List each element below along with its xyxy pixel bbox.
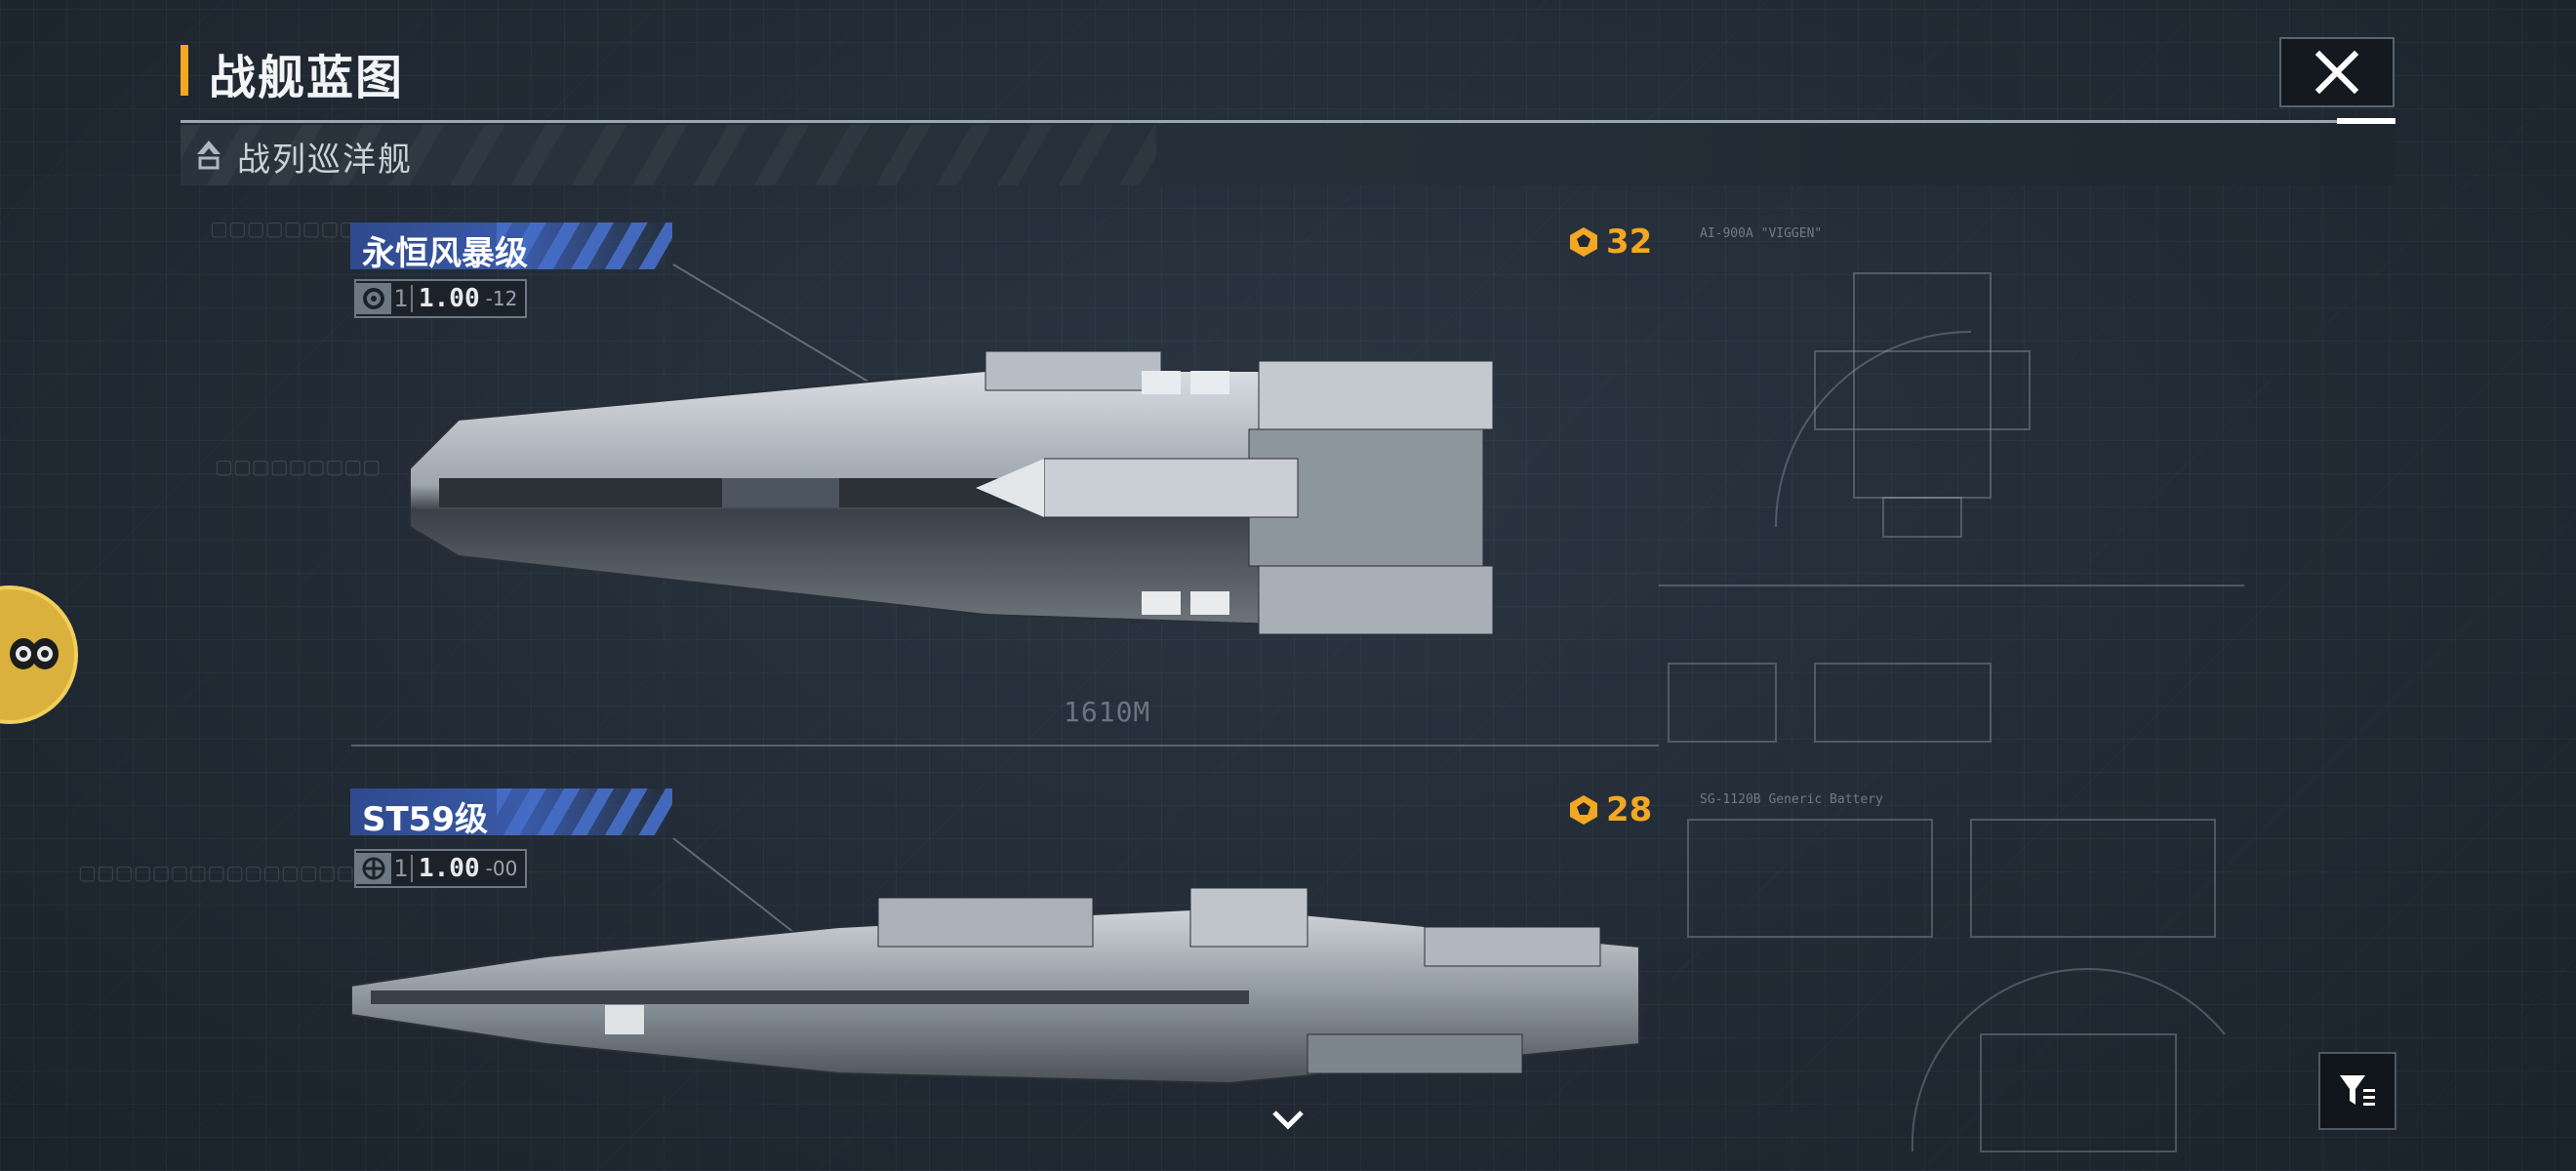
ship-class-icon — [197, 141, 221, 170]
ship-name-tag: 永恒风暴级 — [350, 222, 672, 273]
close-button[interactable] — [2279, 37, 2395, 107]
ship-level: 1 — [391, 285, 413, 312]
blueprint-schematic — [1659, 272, 2244, 743]
header-divider — [181, 118, 2395, 124]
blueprint-caption: AI-900A "VIGGEN" — [1700, 226, 1823, 241]
ship-stats-badge: 1 1.00 -00 — [354, 849, 528, 888]
ship-model-st59 — [351, 888, 1649, 1112]
close-icon — [2314, 50, 2359, 95]
blueprint-caption: SG-1120B Generic Battery — [1700, 792, 1883, 807]
page-title: 战舰蓝图 — [209, 51, 405, 105]
filter-button[interactable] — [2318, 1052, 2396, 1130]
ship-stat-value: 1.00 — [419, 284, 480, 313]
ship-stat-value: 1.00 — [419, 854, 480, 883]
ship-stat-sub: -12 — [485, 287, 518, 310]
chevron-down-icon[interactable] — [1268, 1107, 1308, 1132]
ship-cost-value: 32 — [1606, 222, 1653, 262]
ship-cost: 32 — [1567, 222, 1652, 262]
title-accent-bar — [181, 45, 188, 96]
bg-decor-text: ▢▢▢▢▢▢▢▢▢ — [215, 455, 382, 478]
filter-icon — [2340, 1075, 2375, 1106]
blueprint-currency-icon — [1570, 227, 1597, 257]
ship-name: ST59级 — [362, 800, 488, 839]
ship-stat-sub: -00 — [485, 857, 518, 880]
ship-cost: 28 — [1567, 790, 1652, 829]
ship-name-tag: ST59级 — [350, 788, 672, 839]
category-label: 战列巡洋舰 — [237, 141, 413, 180]
globe-icon — [356, 853, 391, 884]
ship-name: 永恒风暴级 — [362, 234, 528, 273]
category-bar: 战列巡洋舰 — [181, 125, 2395, 185]
ship-cost-value: 28 — [1606, 790, 1653, 829]
ship-model-eternal-storm — [400, 332, 1620, 654]
owl-avatar-icon — [10, 638, 59, 669]
ship-stats-badge: 1 1.00 -12 — [354, 279, 528, 318]
length-ruler — [351, 745, 1659, 747]
blueprint-currency-icon — [1570, 795, 1597, 825]
ship-level: 1 — [391, 855, 413, 882]
ship-length: 1610M — [1064, 696, 1151, 728]
blueprint-schematic — [1687, 819, 2226, 1152]
gear-ship-icon — [356, 283, 391, 314]
